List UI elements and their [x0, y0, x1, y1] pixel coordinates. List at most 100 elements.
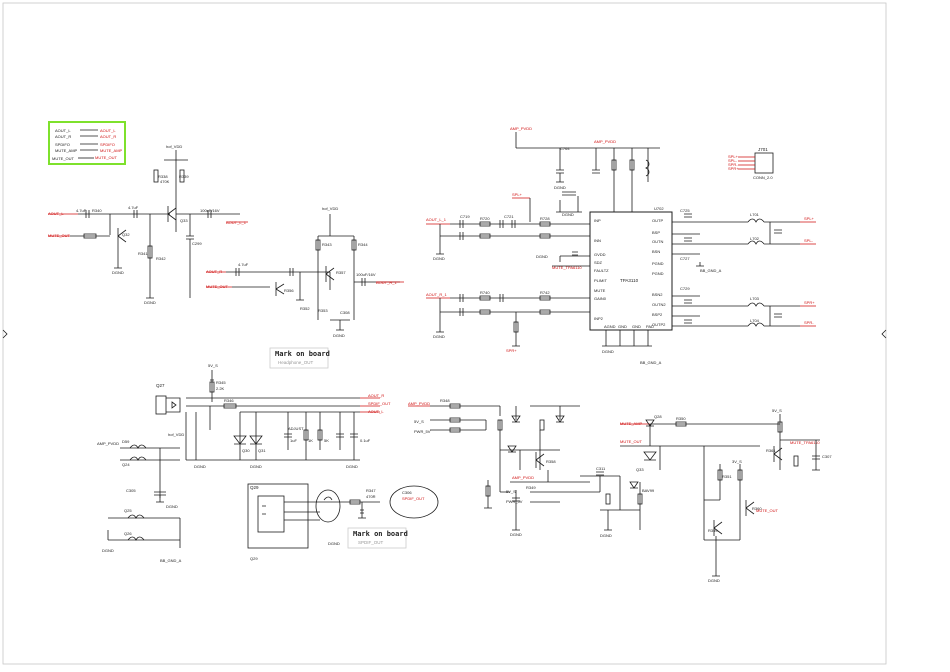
connector-j701-ref: J701 [758, 147, 768, 152]
ground-dgnd-15: DGND [328, 541, 340, 546]
ic-pin-bottom-4: PAD [646, 324, 654, 329]
net-box-row-1-left: AOUT_L [55, 128, 71, 133]
ic-pin-left-6: PLIMIT [594, 278, 607, 283]
net-box-row-1-right: AOUT_L [100, 128, 116, 133]
ic-pin-left-5: FAULTZ [594, 268, 609, 273]
val-470k: 470K [160, 179, 170, 184]
ic-pin-left-1: INP [594, 218, 601, 223]
ground-bb-gnd-a-1: BB_GND_A [640, 360, 662, 365]
ic-pin-right-4: BSN [652, 249, 660, 254]
ground-dgnd-11: DGND [250, 464, 262, 469]
ref-c729: C729 [680, 286, 690, 291]
net-spr-plus: SPR+ [804, 300, 815, 305]
ref-l702: L702 [750, 236, 760, 241]
connector-pin-4: SPR+ [728, 166, 739, 171]
ref-l66: Q24 [122, 462, 130, 467]
ref-r346: R346 [224, 398, 234, 403]
spdif-connector-box [247, 483, 309, 549]
ic-pin-bottom-2: GND [618, 324, 627, 329]
net-box-row-3-left: SPDIFO [55, 142, 70, 147]
amp-ic-body [589, 211, 673, 331]
net-box-row-1: AOUT_L AOUT_L [55, 128, 116, 133]
net-spr-minus: SPR- [804, 320, 814, 325]
ref-r351: R351 [722, 474, 732, 479]
power-5v-s-3: 5V_S [506, 489, 516, 494]
ref-r352: R352 [300, 306, 310, 311]
val-2-2k: 2.2K [216, 386, 225, 391]
ref-l701: L701 [750, 212, 760, 217]
ic-pin-right-8: OUTN2 [652, 302, 666, 307]
ic-pin-bottom-3: GND [632, 324, 641, 329]
left-channel-stage: AOUT_L hof_VDD R338 R339 470K Q33 Q32 4.… [48, 144, 248, 305]
net-outr-1: SPR+ [506, 348, 517, 353]
ground-dgnd-16: DGND [510, 532, 522, 537]
power-5v-s-1: 5V_S [208, 363, 218, 368]
net-box-row-4-right: MUTE_AMP [100, 148, 123, 153]
ref-q27: R357 [336, 270, 346, 275]
ref-q24: Q32 [122, 232, 130, 237]
net-aout-l: AOUT_L [48, 211, 64, 216]
ref-l67: Q25 [124, 508, 132, 513]
ref-l65: D59 [122, 439, 130, 444]
spdif-ferrite-circle [315, 489, 341, 523]
ic-pin-left-7: MUTE [594, 288, 606, 293]
net-spdif-out: SPDIF_OUT [402, 496, 425, 501]
amp-ic-ref: U702 [654, 206, 664, 211]
power-hof-vdd-3: hof_VDD [168, 432, 184, 437]
val-4-7uf-3: 4.7uF [238, 262, 249, 267]
net-mute-tpa-1: MUTE_TPA6110 [552, 265, 582, 270]
ground-dgnd-3: DGND [333, 333, 345, 338]
ref-c304: C306 [402, 490, 412, 495]
ic-pin-right-1: OUTP [652, 218, 663, 223]
mark-spdif: Mark on board SPDIF_OUT [347, 527, 408, 549]
amp-ic-bottom-pins: AGND GND GND PAD [604, 324, 654, 329]
ref-q26: R356 [284, 288, 294, 293]
power-5v-s-2: 5V_S [414, 419, 424, 424]
ref-c719: C719 [460, 214, 470, 219]
ic-pin-bottom-1: AGND [604, 324, 616, 329]
connector-pin-1: SPL+ [728, 154, 739, 159]
ref-q29: R359 [708, 528, 718, 533]
ic-pin-left-4: SDZ [594, 260, 603, 265]
power-hof-vdd-1: hof_VDD [166, 144, 182, 149]
ref-j16: Q27 [156, 383, 165, 388]
ground-dgnd-17: DGND [600, 533, 612, 538]
ref-c727: C727 [680, 256, 690, 261]
ref-r728: R728 [540, 216, 550, 221]
net-box-row-4-left: MUTE_AMP [55, 148, 78, 153]
net-spl-minus: SPL- [804, 238, 814, 243]
ic-pin-left-9: INP2 [594, 316, 604, 321]
ground-dgnd-2: DGND [144, 300, 156, 305]
ref-r350: R350 [676, 416, 686, 421]
ground-dgnd-9: DGND [536, 254, 548, 259]
net-outl-1: SPL+ [512, 192, 523, 197]
ref-d55: Q30 [242, 448, 250, 453]
ref-r344: R344 [358, 242, 368, 247]
ic-pin-right-3: OUTN [652, 239, 663, 244]
power-5v-s-4: 5V_S [772, 408, 782, 413]
ref-r340: R340 [92, 208, 102, 213]
connector-pin-2: SPL- [728, 158, 738, 163]
mute-control-section: AMP_PVDD R348 5V_S PWR_5V R358 R349 AMP_… [408, 398, 832, 583]
right-channel-stage: hof_VDD R343 R344 AOUT_R 4.7uF R357 MUTE… [206, 206, 404, 338]
ground-dgnd-6: DGND [602, 349, 614, 354]
net-mute-tpa-2: MUTE_TPA6110 [790, 440, 820, 445]
net-box-row-3-right: SPDIFO [100, 142, 115, 147]
amp-ic-name: TPA3110 [620, 278, 639, 283]
ground-dgnd-1: DGND [112, 270, 124, 275]
ref-q25: Q33 [180, 218, 188, 223]
net-box-row-4: MUTE_AMP MUTE_AMP [55, 148, 123, 153]
ref-r345: R345 [216, 380, 226, 385]
net-amp-pvdd-1: AMP_PVDD [510, 126, 532, 131]
ic-pin-right-2: BSP [652, 230, 660, 235]
page-border [2, 2, 887, 665]
net-aout-l1-1: AOUT_L_1 [226, 220, 247, 225]
mark-headphone: Mark on board Headphone_OUT [269, 347, 330, 369]
val-4-7uf-2: 4.7uF [128, 205, 139, 210]
connector-j701: J701 CONN_2.0 SPL+ SPL- SPR- SPR+ [728, 147, 774, 180]
ref-c299: C299 [192, 241, 202, 246]
ref-d57: Q28 [654, 414, 662, 419]
mark-headphone-title: Mark on board [275, 350, 330, 358]
ground-dgnd-12: DGND [346, 464, 358, 469]
net-amp-pvdd-5: AMP_PVDD [512, 475, 534, 480]
